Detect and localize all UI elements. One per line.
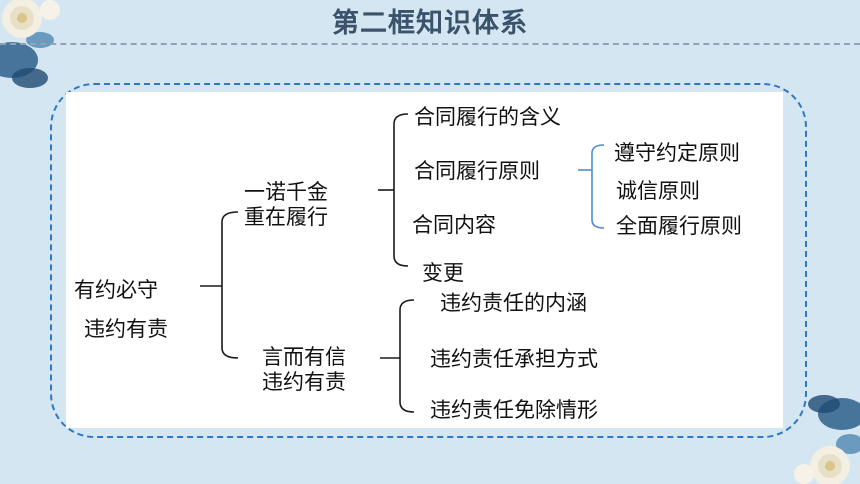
branch2-node-line2: 违约有责 (262, 370, 346, 394)
contract-performance-meaning: 合同履行的含义 (414, 105, 561, 129)
branch1-node-line2: 重在履行 (244, 205, 328, 229)
principle-abide-agreement: 遵守约定原则 (614, 141, 740, 165)
root-node-line1: 有约必守 (74, 278, 158, 302)
root-node-line2: 违约有责 (84, 317, 168, 341)
branch1-node-line1: 一诺千金 (244, 180, 328, 204)
diagram-card (66, 92, 783, 428)
branch2-node-line1: 言而有信 (262, 345, 346, 369)
breach-liability-meaning: 违约责任的内涵 (440, 291, 587, 315)
title-divider (0, 43, 860, 45)
principle-full-performance: 全面履行原则 (616, 214, 742, 238)
contract-change: 变更 (422, 261, 464, 285)
principle-good-faith: 诚信原则 (616, 179, 700, 203)
diagram-frame (50, 83, 807, 438)
breach-liability-exemption: 违约责任免除情形 (430, 398, 598, 422)
contract-content: 合同内容 (412, 213, 496, 237)
contract-performance-principles: 合同履行原则 (414, 159, 540, 183)
page-title: 第二框知识体系 (332, 8, 528, 39)
breach-liability-methods: 违约责任承担方式 (430, 347, 598, 371)
